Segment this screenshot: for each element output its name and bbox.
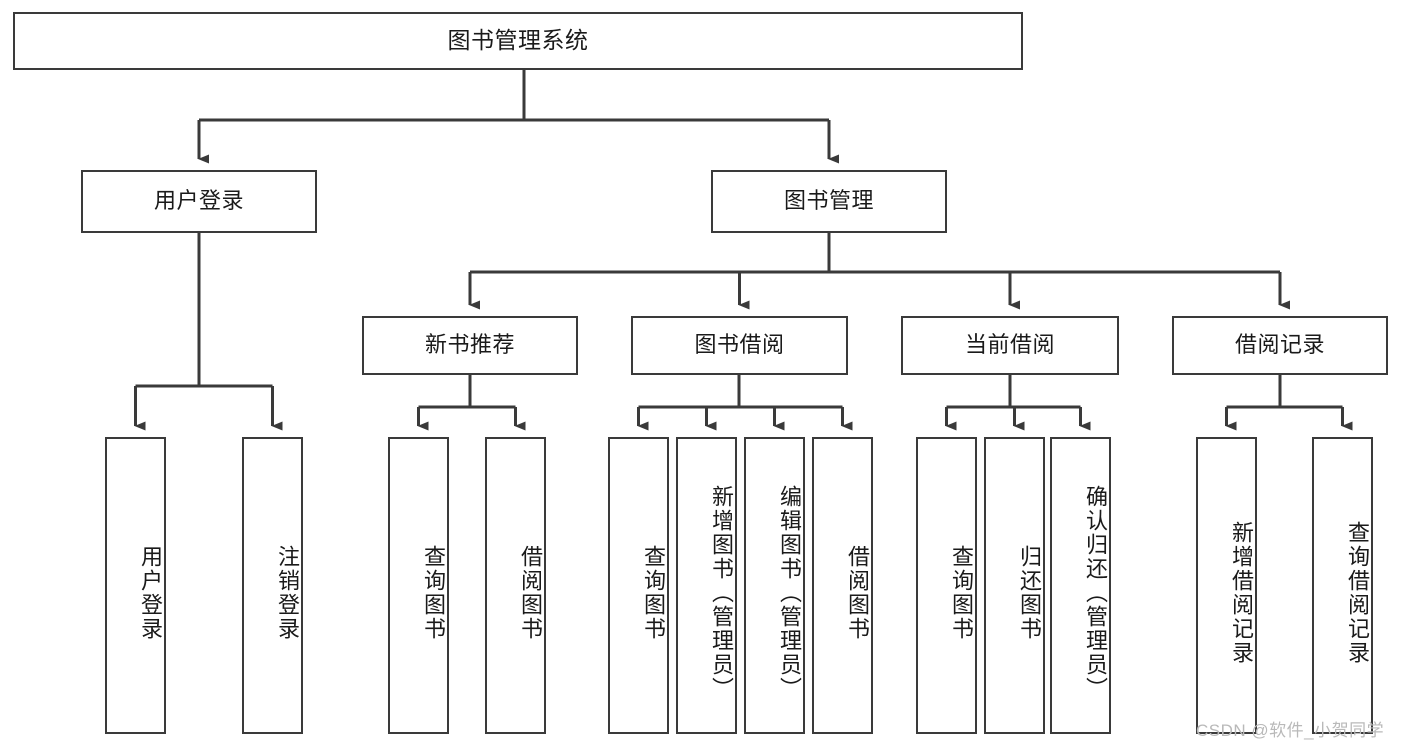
node-label: 图书管理 xyxy=(783,188,874,214)
node-label: 当前借阅 xyxy=(964,332,1055,358)
node-label: 借阅记录 xyxy=(1234,332,1325,358)
node-label: 注销登录 xyxy=(275,544,300,641)
node-leaf-query-book-current[interactable]: 查询图书 xyxy=(916,437,977,734)
node-label: 借阅图书 xyxy=(518,544,543,641)
node-new-book-recommend[interactable]: 新书推荐 xyxy=(362,316,578,375)
node-book-borrow[interactable]: 图书借阅 xyxy=(631,316,848,375)
node-label: 图书管理系统 xyxy=(447,27,589,54)
node-leaf-logout-login[interactable]: 注销登录 xyxy=(242,437,303,734)
node-label: 用户登录 xyxy=(153,188,244,214)
node-label: 查询图书 xyxy=(949,544,974,641)
node-label: 编辑图书（管理员） xyxy=(777,484,802,701)
node-label: 查询图书 xyxy=(421,544,446,641)
node-label: 新书推荐 xyxy=(424,332,515,358)
node-leaf-add-book-admin[interactable]: 新增图书（管理员） xyxy=(676,437,737,734)
node-label: 查询借阅记录 xyxy=(1345,520,1370,665)
node-label: 查询图书 xyxy=(641,544,666,641)
node-label: 确认归还（管理员） xyxy=(1083,484,1108,701)
node-borrow-record[interactable]: 借阅记录 xyxy=(1172,316,1388,375)
node-label: 归还图书 xyxy=(1017,544,1042,641)
node-label: 用户登录 xyxy=(138,544,163,641)
node-current-borrow[interactable]: 当前借阅 xyxy=(901,316,1119,375)
node-user-login[interactable]: 用户登录 xyxy=(81,170,317,233)
node-leaf-edit-book-admin[interactable]: 编辑图书（管理员） xyxy=(744,437,805,734)
csdn-watermark: CSDN @软件_小贺同学 xyxy=(1196,721,1385,740)
node-leaf-borrow-book[interactable]: 借阅图书 xyxy=(812,437,873,734)
node-root[interactable]: 图书管理系统 xyxy=(13,12,1023,70)
node-leaf-query-borrow-record[interactable]: 查询借阅记录 xyxy=(1312,437,1373,734)
node-leaf-user-login[interactable]: 用户登录 xyxy=(105,437,166,734)
node-label: 新增借阅记录 xyxy=(1229,520,1254,665)
node-book-management[interactable]: 图书管理 xyxy=(711,170,947,233)
node-label: 新增图书（管理员） xyxy=(709,484,734,701)
node-leaf-confirm-return-admin[interactable]: 确认归还（管理员） xyxy=(1050,437,1111,734)
node-label: 借阅图书 xyxy=(845,544,870,641)
node-leaf-return-book[interactable]: 归还图书 xyxy=(984,437,1045,734)
node-label: 图书借阅 xyxy=(694,332,785,358)
node-leaf-query-book-borrow[interactable]: 查询图书 xyxy=(608,437,669,734)
node-leaf-add-borrow-record[interactable]: 新增借阅记录 xyxy=(1196,437,1257,734)
node-leaf-borrow-book-rec[interactable]: 借阅图书 xyxy=(485,437,546,734)
node-leaf-query-book-rec[interactable]: 查询图书 xyxy=(388,437,449,734)
